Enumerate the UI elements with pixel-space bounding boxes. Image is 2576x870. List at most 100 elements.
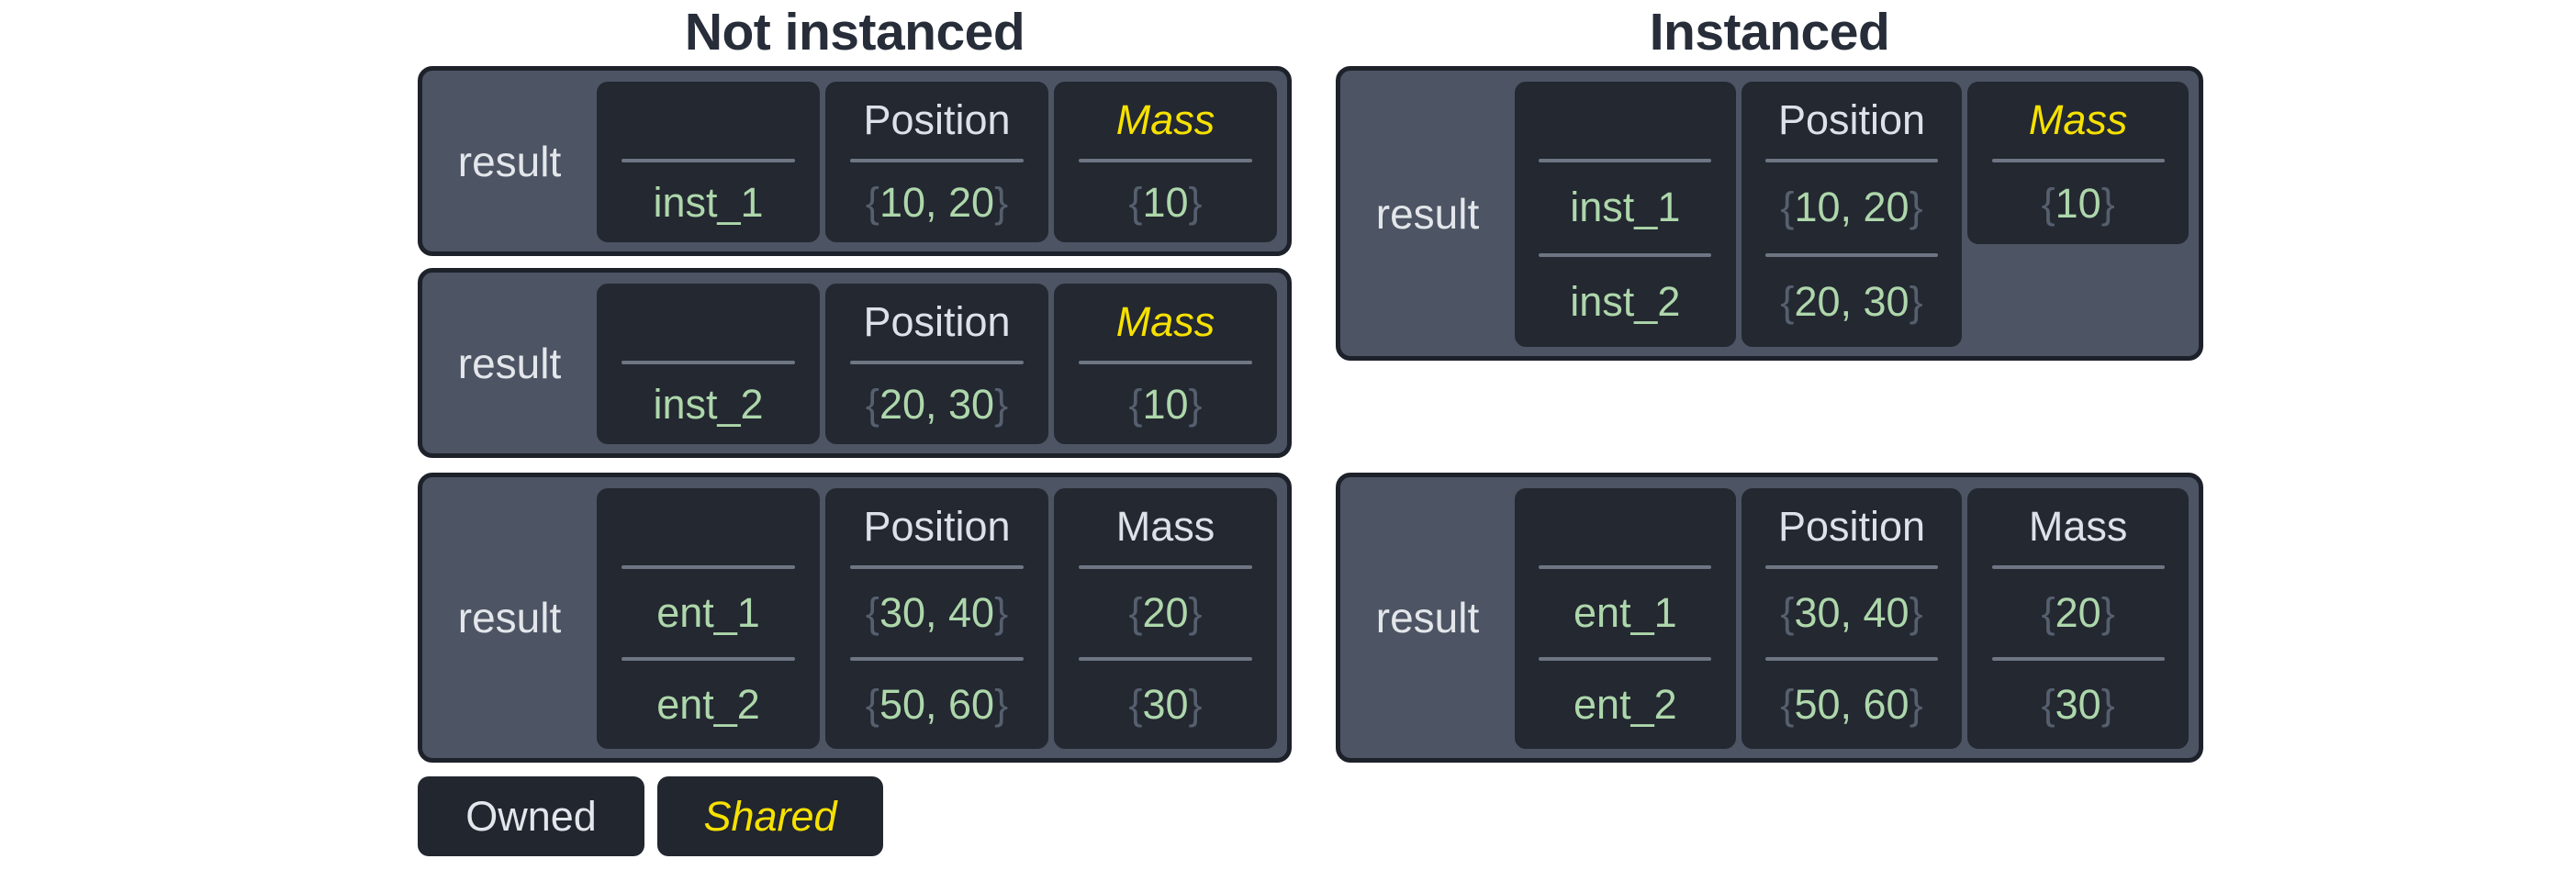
brace-open: { [1128,178,1143,226]
entity-name: inst_2 [653,380,764,428]
brace-close: } [2100,589,2115,636]
separator-line [1765,159,1938,162]
brace-close: } [1909,589,1923,636]
separator-line [849,361,1025,364]
brace-open: { [1128,681,1143,728]
mass-cell: {30} [1967,661,2189,749]
entity-cell: inst_2 [597,364,820,444]
mass-cell: {10} [1054,162,1277,242]
separator-line [1078,565,1253,569]
separator-line [621,565,796,569]
mass-column-shared: Mass {10} [1967,82,2190,244]
brace-close: } [1188,681,1203,728]
separator-line [1078,159,1253,162]
title-not-instanced: Not instanced [684,3,1025,61]
entity-column-header [1515,488,1736,565]
entity-cell: ent_1 [1515,569,1736,657]
position-cell: {30, 40} [1742,569,1963,657]
entity-column-header [1515,82,1736,159]
separator-line [849,159,1025,162]
mass-value: 30 [2055,681,2101,728]
entity-name: inst_1 [1570,184,1681,231]
mass-cell: {10} [1054,364,1277,444]
title-instanced: Instanced [1649,3,1890,61]
brace-close: } [2100,681,2115,728]
brace-open: { [1780,277,1795,325]
position-column-header: Position [863,298,1011,345]
brace-open: { [1780,184,1795,231]
entity-column: inst_2 [597,284,820,444]
position-cell: {10, 20} [825,162,1048,242]
table-not-instanced-inst2: result inst_2 Position {20, 30} Mass {10… [418,268,1292,458]
entity-cell: inst_1 [1515,162,1736,253]
columns-group: ent_1 ent_2 Position {30, 40} {50, 60} M… [597,477,1287,758]
mass-value: 10 [2055,179,2101,227]
separator-line [1765,252,1938,257]
position-value: 20, 30 [879,380,995,428]
position-column: Position {20, 30} [825,284,1048,444]
result-label: result [457,594,562,641]
brace-open: { [2041,179,2055,227]
position-value: 20, 30 [1794,277,1910,325]
brace-close: } [1188,178,1203,226]
position-value: 10, 20 [879,178,995,226]
mass-column-header: Mass [2028,96,2128,143]
mass-column-header: Mass [1115,503,1215,550]
position-column: Position {30, 40} {50, 60} [825,488,1048,749]
brace-open: { [1780,589,1795,636]
entity-column: ent_1 ent_2 [597,488,820,749]
separator-line [1539,565,1712,569]
separator-line [1078,657,1253,661]
mass-cell: {10} [1967,162,2189,244]
position-cell: {20, 30} [825,364,1048,444]
separator-line [621,361,796,364]
mass-column-header: Mass [1115,298,1215,345]
entity-column-header [597,488,820,565]
mass-value: 30 [1142,681,1189,728]
brace-open: { [1128,380,1143,428]
position-column-header: Position [863,96,1011,143]
separator-line [849,565,1025,569]
brace-open: { [865,178,879,226]
brace-open: { [1780,681,1795,728]
separator-line [1991,565,2165,569]
position-value: 50, 60 [879,681,995,728]
brace-open: { [2041,589,2055,636]
entity-cell: ent_2 [1515,661,1736,749]
columns-group: inst_2 Position {20, 30} Mass {10} [597,273,1287,453]
separator-line [849,657,1025,661]
mass-column: Mass {20} {30} [1967,488,2190,749]
mass-column: Mass {10} [1054,82,1277,242]
entity-column-header [597,284,820,361]
separator-line [1539,252,1712,257]
entity-cell: inst_2 [1515,257,1736,348]
separator-line [1539,159,1712,162]
entity-column: inst_1 [597,82,820,242]
mass-value: 20 [1142,589,1189,636]
entity-name: ent_2 [656,681,760,728]
mass-column: Mass {20} {30} [1054,488,1277,749]
brace-close: } [994,681,1009,728]
position-column-header: Position [863,503,1011,550]
position-column: Position {10, 20} [825,82,1048,242]
separator-line [621,657,796,661]
brace-close: } [1909,681,1923,728]
mass-cell: {30} [1054,661,1277,749]
brace-close: } [1909,184,1923,231]
position-value: 50, 60 [1794,681,1910,728]
result-label: result [457,137,562,185]
brace-close: } [994,380,1009,428]
mass-column-header: Mass [2028,503,2128,550]
separator-line [1539,657,1712,661]
position-column: Position {10, 20} {20, 30} [1741,82,1963,347]
position-cell: {50, 60} [1742,661,1963,749]
brace-close: } [994,589,1009,636]
columns-group: inst_1 Position {10, 20} Mass {10} [597,71,1287,251]
mass-value: 20 [2055,589,2101,636]
mass-cell: {20} [1054,569,1277,657]
entity-name: ent_1 [656,589,760,636]
table-instanced-entities: result ent_1 ent_2 Position {30, 40} {50… [1336,473,2203,763]
mass-column-header: Mass [1115,96,1215,143]
result-label: result [1375,189,1480,238]
